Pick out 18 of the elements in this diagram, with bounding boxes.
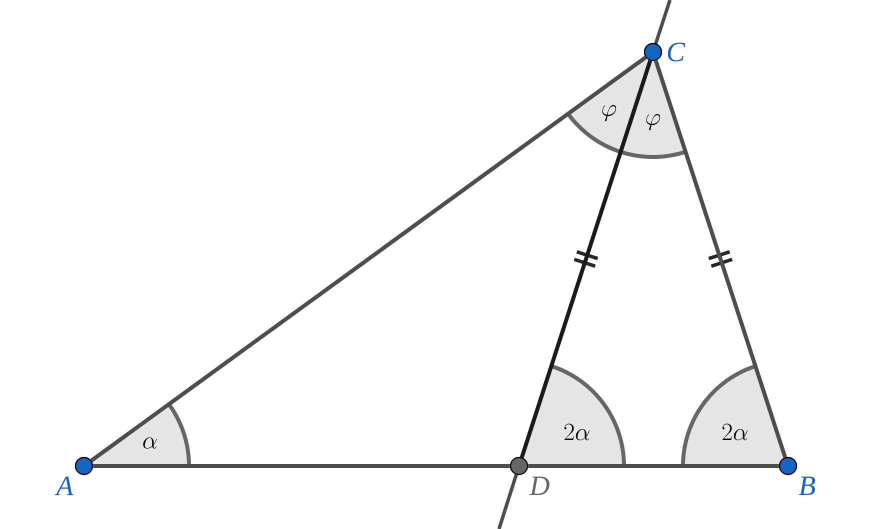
line-segment xyxy=(93,464,510,468)
node-label: D xyxy=(529,476,550,496)
node-label: A xyxy=(54,476,74,496)
angle-label: $\varphi$ xyxy=(646,114,660,130)
angle-label: $2\alpha$ xyxy=(722,424,748,440)
point: D xyxy=(510,456,550,495)
node-label: C xyxy=(668,42,686,62)
point: B xyxy=(778,456,816,496)
line-segment xyxy=(520,60,652,458)
angle-label: $\varphi$ xyxy=(602,104,616,122)
line-segment xyxy=(90,56,647,462)
line-segment xyxy=(528,464,779,468)
point: A xyxy=(54,456,94,496)
node-label: B xyxy=(798,476,816,496)
angle-label: $\alpha$ xyxy=(143,437,157,449)
line-segment xyxy=(654,60,788,458)
angle-label: $2\alpha$ xyxy=(564,424,590,440)
point: C xyxy=(644,42,686,62)
